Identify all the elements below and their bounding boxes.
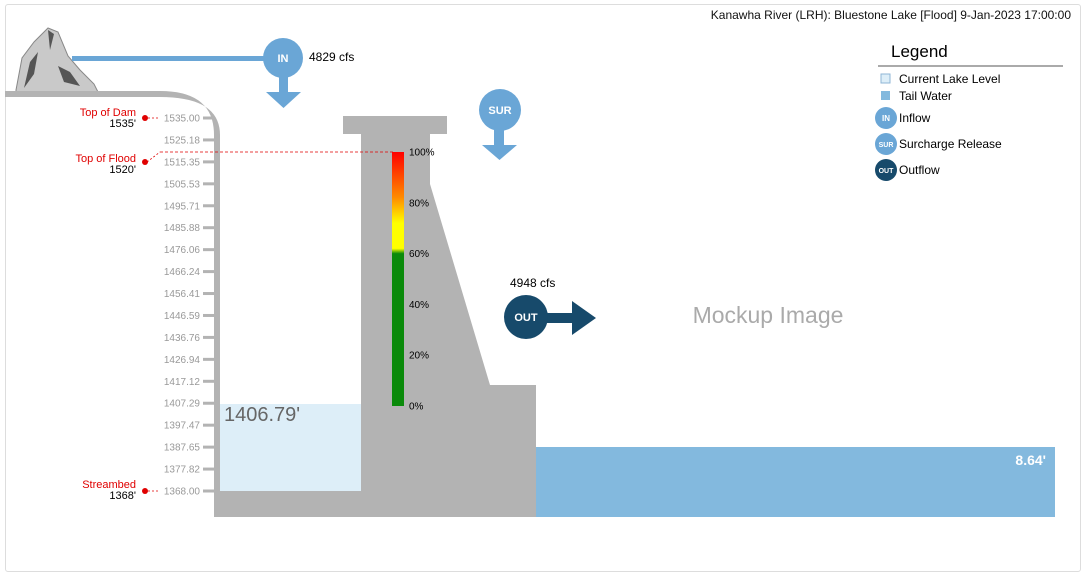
- gauge-label: 80%: [409, 198, 429, 209]
- marker-top-of-dam: Top of Dam 1535': [80, 107, 160, 130]
- scale-tick-label: 1466.24: [164, 267, 201, 278]
- outflow-indicator: 4948 cfs OUT: [504, 276, 596, 339]
- legend-surcharge: Surcharge Release: [899, 137, 1002, 151]
- inflow-arrow-shaft: [279, 70, 288, 92]
- streambed-elev: 1368': [109, 490, 136, 502]
- sur-badge-icon: [479, 89, 521, 131]
- legend-out-badge: OUT: [879, 168, 895, 175]
- inflow-value: 4829 cfs: [309, 50, 354, 64]
- top-of-dam-label: Top of Dam: [80, 107, 136, 119]
- scale-tick-label: 1417.12: [164, 377, 201, 388]
- scale-tick-label: 1436.76: [164, 333, 201, 344]
- legend: Legend Current Lake Level Tail Water IN …: [875, 42, 1063, 181]
- top-of-dam-elev: 1535': [109, 118, 136, 130]
- scale-tick-label: 1495.71: [164, 201, 201, 212]
- scale-tick-label: 1476.06: [164, 245, 201, 256]
- top-of-dam-dot: [142, 115, 148, 121]
- outflow-arrow-shaft: [540, 313, 574, 323]
- outflow-value: 4948 cfs: [510, 276, 555, 290]
- surcharge-arrow-head: [482, 145, 517, 160]
- scale-tick-label: 1456.41: [164, 289, 201, 300]
- surcharge-arrow-shaft: [494, 124, 504, 145]
- legend-sur-icon: [875, 133, 897, 155]
- scale-tick-label: 1505.53: [164, 179, 201, 190]
- tail-water: [536, 447, 1055, 517]
- in-badge-icon: [263, 38, 303, 78]
- scale-tick-label: 1368.00: [164, 487, 201, 498]
- out-badge-icon: [504, 295, 548, 339]
- streambed-dot: [142, 488, 148, 494]
- lake-level-swatch: [880, 73, 891, 84]
- page-title: Kanawha River (LRH): Bluestone Lake [Flo…: [711, 8, 1072, 22]
- outflow-arrow-head: [572, 301, 596, 335]
- scale-tick-label: 1485.88: [164, 223, 201, 234]
- scale-tick-label: 1515.35: [164, 157, 201, 168]
- gauge-label: 0%: [409, 402, 424, 413]
- inflow-indicator: IN 4829 cfs: [72, 38, 354, 108]
- scale-tick-label: 1446.59: [164, 311, 201, 322]
- legend-inflow: Inflow: [899, 111, 931, 125]
- tail-water-label: 8.64': [1015, 452, 1046, 468]
- lake-level-label: 1406.79': [224, 404, 300, 426]
- legend-outflow: Outflow: [899, 163, 940, 177]
- top-of-flood-label: Top of Flood: [75, 153, 136, 165]
- streambed-label: Streambed: [82, 479, 136, 491]
- top-of-flood-line: [146, 151, 161, 163]
- dam-structure: [343, 116, 536, 517]
- out-badge-text: OUT: [514, 312, 538, 324]
- storage-gauge-labels: 100% 80% 60% 40% 20% 0%: [409, 148, 435, 413]
- scale-tick-label: 1525.18: [164, 135, 201, 146]
- legend-tail-water: Tail Water: [899, 89, 952, 103]
- scale-tick-label: 1377.82: [164, 465, 201, 476]
- marker-top-of-flood: Top of Flood 1520': [75, 153, 148, 176]
- in-badge-text: IN: [278, 53, 289, 65]
- scale-tick-label: 1387.65: [164, 443, 201, 454]
- legend-sur-badge: SUR: [879, 142, 894, 149]
- scale-tick-label: 1535.00: [164, 114, 201, 125]
- sur-badge-text: SUR: [488, 105, 511, 117]
- inflow-arrow-head: [266, 92, 301, 108]
- top-of-flood-elev: 1520': [109, 164, 136, 176]
- gauge-label: 40%: [409, 300, 429, 311]
- gauge-label: 60%: [409, 249, 429, 260]
- storage-gauge-bar: [392, 152, 404, 406]
- gauge-label: 100%: [409, 148, 435, 159]
- top-of-flood-dot: [142, 159, 148, 165]
- legend-in-icon: [875, 107, 897, 129]
- gauge-label: 20%: [409, 351, 429, 362]
- legend-title: Legend: [891, 42, 948, 61]
- tail-water-swatch: [881, 91, 890, 100]
- watermark: Mockup Image: [693, 302, 844, 328]
- legend-in-badge: IN: [882, 114, 890, 123]
- scale-tick-label: 1397.47: [164, 421, 201, 432]
- legend-out-icon: [875, 159, 897, 181]
- scale-tick-label: 1426.94: [164, 355, 201, 366]
- inflow-pipe: [72, 56, 268, 61]
- elevation-scale: 1535.00 1525.18 1515.35 1505.53 1495.71 1485.…: [164, 114, 214, 498]
- current-lake-level: [220, 404, 361, 491]
- scale-tick-label: 1407.29: [164, 399, 201, 410]
- surcharge-indicator: SUR: [479, 89, 521, 160]
- marker-streambed: Streambed 1368': [82, 479, 160, 502]
- legend-lake-level: Current Lake Level: [899, 72, 1000, 86]
